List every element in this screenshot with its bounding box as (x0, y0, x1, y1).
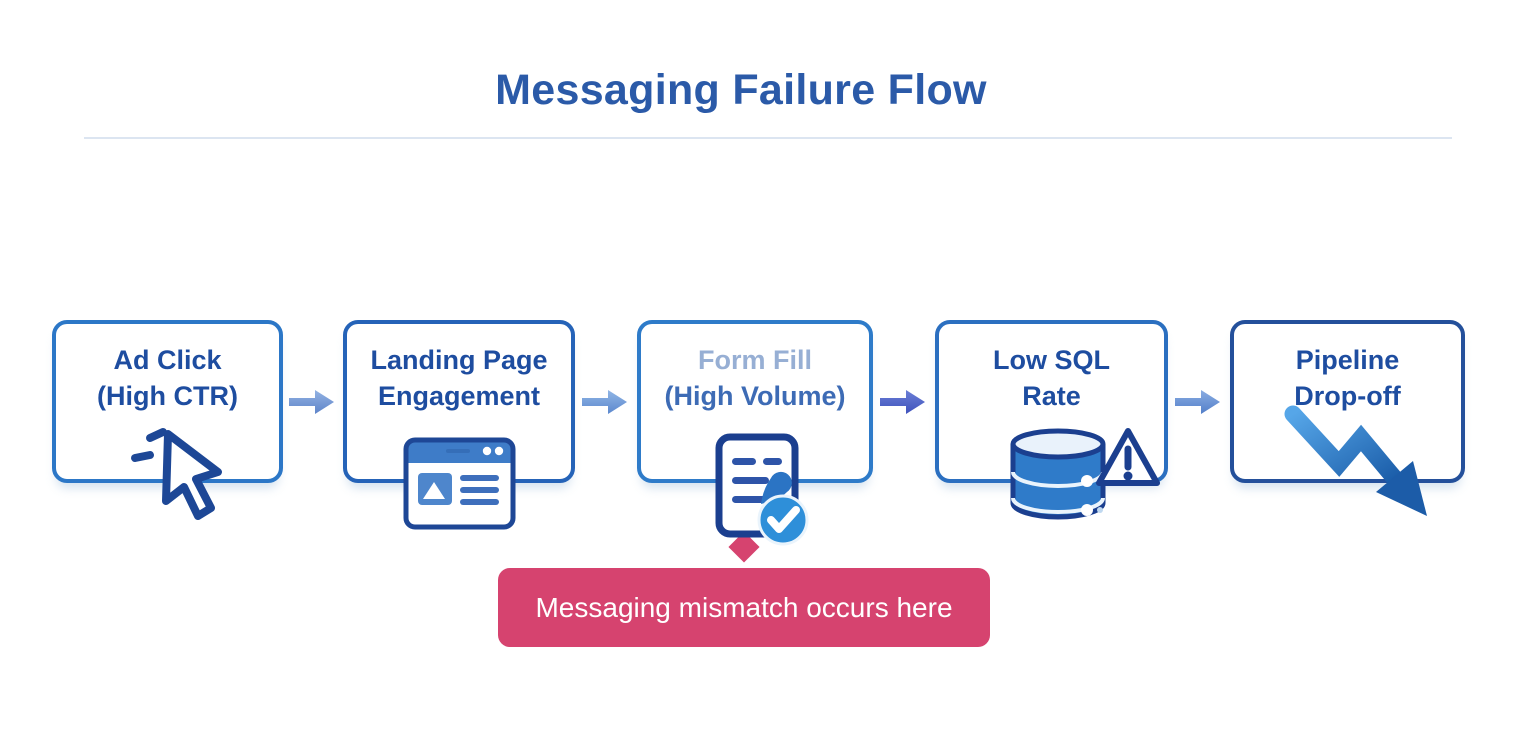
flow-node-form-fill: Form Fill (High Volume) (637, 320, 873, 546)
node-title-line: (High Volume) (664, 380, 846, 411)
callout-label: Messaging mismatch occurs here (535, 591, 953, 623)
flow-arrow-icon (582, 390, 627, 414)
node-title: Pipeline Drop-off (1234, 324, 1461, 414)
browser-window-icon (403, 437, 516, 530)
flow-node-pipeline-drop-off: Pipeline Drop-off (1230, 320, 1465, 516)
node-title-line: Low SQL (993, 345, 1110, 375)
flow-node-low-sql-rate: Low SQL Rate (935, 320, 1168, 520)
flow-arrow-icon (880, 390, 925, 414)
flow-node-landing-page-engagement: Landing Page Engagement (343, 320, 575, 530)
node-title-line: Form Fill (698, 345, 812, 375)
title-divider (84, 137, 1452, 139)
flow-arrow-icon (1175, 390, 1220, 414)
node-title-line: Pipeline (1295, 345, 1400, 375)
node-title: Low SQL Rate (939, 324, 1164, 414)
flow-node-ad-click: Ad Click (High CTR) (52, 320, 283, 520)
form-checkmark-icon (715, 433, 809, 546)
mismatch-callout: Messaging mismatch occurs here (498, 568, 990, 647)
flow-arrow-icon (289, 390, 334, 414)
node-title: Landing Page Engagement (347, 324, 571, 414)
node-title-line: Rate (1022, 380, 1081, 411)
page-title: Messaging Failure Flow (495, 66, 987, 114)
database-warning-icon (1010, 428, 1160, 520)
declining-zigzag-arrow-icon (1284, 405, 1427, 516)
node-title-line: Ad Click (113, 345, 222, 375)
node-title-line: Landing Page (370, 345, 548, 375)
node-title-line: Drop-off (1294, 380, 1401, 411)
node-title-line: (High CTR) (97, 380, 238, 411)
cursor-click-icon (131, 428, 222, 520)
node-title: Ad Click (High CTR) (56, 324, 279, 414)
node-title: Form Fill (High Volume) (641, 324, 869, 414)
node-title-line: Engagement (377, 380, 541, 411)
